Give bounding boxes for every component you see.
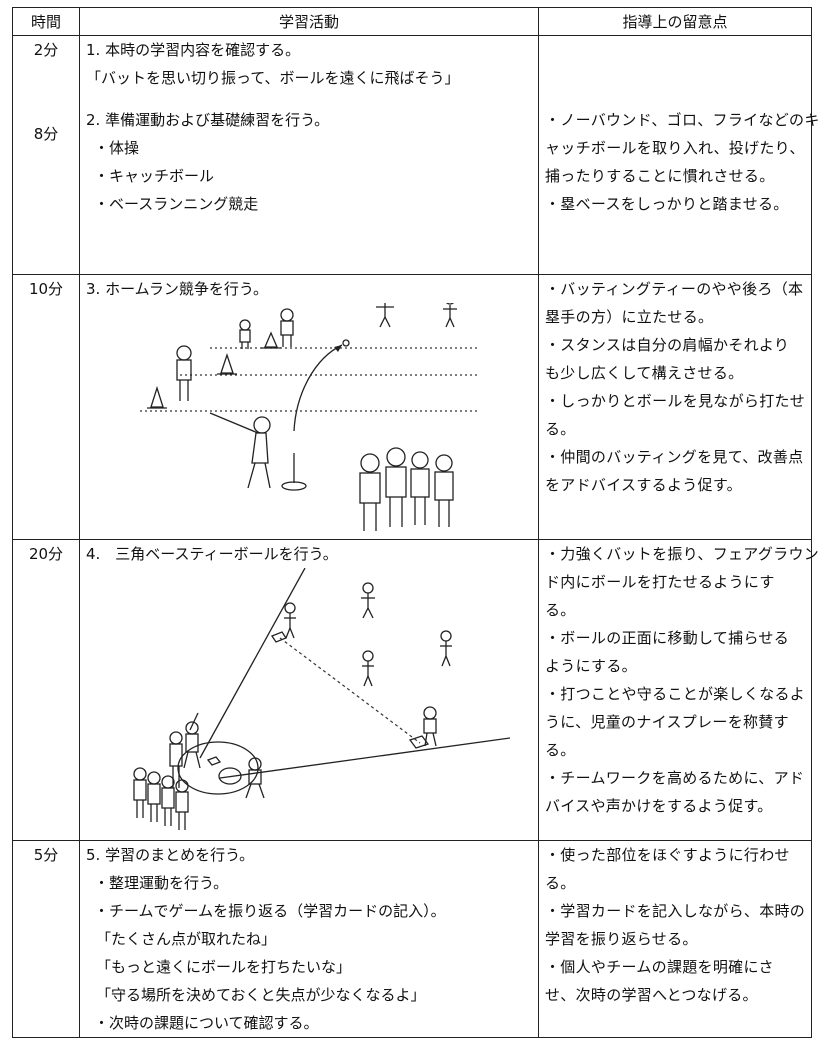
note-line: をアドバイスするよう促す。 — [545, 476, 742, 494]
activity-cell: 1. 本時の学習内容を確認する。 「バットを思い切り振って、ボールを遠くに飛ばそ… — [79, 35, 539, 275]
cone-icon — [147, 385, 167, 409]
cone-icon — [217, 352, 237, 375]
note-line: 学習を振り返らせる。 — [545, 930, 698, 948]
batter-figure — [209, 412, 271, 489]
runner-figure — [239, 319, 251, 349]
note-line: ようにする。 — [545, 657, 637, 675]
notes-cell: ・バッティングティーのやや後ろ（本 塁手の方）に立たせる。 ・スタンスは自分の肩… — [538, 274, 812, 540]
note-line: ・学習カードを記入しながら、本時の — [545, 902, 806, 920]
note-line: バイスや声かけをするよう促す。 — [545, 797, 773, 815]
notes-cell: ・使った部位をほぐすように行わせ る。 ・学習カードを記入しながら、本時の 学習… — [538, 840, 812, 1038]
note-line: ャッチボールを取り入れ、投げたり、 — [545, 139, 805, 157]
activity-line: 「バットを思い切り振って、ボールを遠くに飛ばそう」 — [86, 69, 460, 87]
activity-cell: 4. 三角ベースティーボールを行う。 — [79, 539, 539, 841]
note-line: ・個人やチームの課題を明確にさ — [545, 958, 774, 976]
batting-tee-icon — [281, 453, 307, 491]
fielder-figure — [440, 630, 452, 667]
note-line: る。 — [545, 874, 576, 892]
activity-line: ・次時の課題について確認する。 — [94, 1014, 319, 1032]
fielder-figure — [362, 650, 374, 687]
note-line: ・力強くバットを振り、フェアグラウン — [545, 545, 820, 563]
base-icon — [408, 735, 430, 749]
activity-line: ・整理運動を行う。 — [94, 874, 229, 892]
activity-line: 2. 準備運動および基礎練習を行う。 — [86, 111, 330, 129]
note-line: うに、児童のナイスプレーを称賛す — [545, 713, 789, 731]
time-label: 5分 — [33, 846, 59, 864]
note-line: ・チームワークを高めるために、アド — [545, 769, 805, 787]
time-cell: 2分 8分 — [12, 35, 80, 275]
time-label: 20分 — [28, 545, 64, 563]
note-line: ・バッティングティーのやや後ろ（本 — [545, 280, 804, 298]
waiting-kids-group — [359, 447, 454, 531]
home-circle — [177, 741, 259, 795]
note-line: ・しっかりとボールを見ながら打たせ — [545, 392, 806, 410]
activity-cell: 5. 学習のまとめを行う。 ・整理運動を行う。 ・チームでゲームを振り返る（学習… — [79, 840, 539, 1038]
time-label: 2分 — [33, 41, 59, 59]
activity-line: ・チームでゲームを振り返る（学習カードの記入）。 — [94, 902, 446, 920]
header-notes: 指導上の留意点 — [538, 7, 812, 36]
note-line: ・ノーバウンド、ゴロ、フライなどのキ — [545, 111, 820, 129]
outfielder-figure — [443, 303, 457, 328]
triangle-base-teeball-illustration — [133, 568, 511, 830]
table-header-row: 時間 学習活動 指導上の留意点 — [12, 7, 812, 36]
batter-figure — [183, 712, 201, 769]
note-line: も少し広くして構えさせる。 — [545, 364, 744, 382]
note-line: ・使った部位をほぐすように行わせ — [545, 846, 790, 864]
notes-cell: ・ノーバウンド、ゴロ、フライなどのキ ャッチボールを取り入れ、投げたり、 捕った… — [538, 35, 820, 275]
note-line: ・塁ベースをしっかりと踏ませる。 — [545, 195, 789, 213]
table-row: 2分 8分 1. 本時の学習内容を確認する。 「バットを思い切り振って、ボールを… — [12, 35, 820, 275]
activity-line: 4. 三角ベースティーボールを行う。 — [86, 545, 338, 563]
base-icon — [271, 631, 287, 643]
note-line: 塁手の方）に立たせる。 — [545, 308, 714, 326]
lesson-plan-table: 時間 学習活動 指導上の留意点 2分 8分 1. 本時の学習内容を確認する。 「… — [12, 7, 820, 1038]
activity-line: 「守る場所を決めておくと失点が少なくなるよ」 — [96, 986, 426, 1004]
note-line: ・スタンスは自分の肩幅かそれより — [545, 336, 790, 354]
note-line: ・打つことや守ることが楽しくなるよ — [545, 685, 806, 703]
time-label: 8分 — [33, 125, 59, 143]
note-line: る。 — [545, 601, 576, 619]
activity-line: ・体操 — [94, 139, 140, 157]
note-line: ド内にボールを打たせるようにす — [545, 573, 775, 591]
note-line: ・ボールの正面に移動して捕らせる — [545, 629, 790, 647]
waiting-team-group — [133, 731, 189, 830]
runner-figure — [280, 308, 294, 347]
table-row: 5分 5. 学習のまとめを行う。 ・整理運動を行う。 ・チームでゲームを振り返る… — [12, 840, 812, 1038]
header-time: 時間 — [12, 7, 80, 36]
notes-cell: ・力強くバットを振り、フェアグラウン ド内にボールを打たせるようにす る。 ・ボ… — [538, 539, 820, 841]
time-cell: 5分 — [12, 840, 80, 1038]
activity-line: 5. 学習のまとめを行う。 — [86, 846, 255, 864]
activity-line: ・ベースランニング競走 — [94, 195, 259, 213]
note-line: る。 — [545, 741, 576, 759]
outfielder-figure — [376, 303, 394, 328]
time-cell: 20分 — [12, 539, 80, 841]
note-line: る。 — [545, 420, 576, 438]
activity-line: 3. ホームラン競争を行う。 — [86, 280, 268, 298]
fielder-figure — [423, 706, 437, 747]
activity-line: 1. 本時の学習内容を確認する。 — [86, 41, 301, 59]
catcher-figure — [245, 757, 265, 799]
table-row: 10分 3. ホームラン競争を行う。 — [12, 274, 812, 540]
table-row: 20分 4. 三角ベースティーボールを行う。 — [12, 539, 820, 841]
activity-cell: 3. ホームラン競争を行う。 — [79, 274, 539, 540]
fielder-figure — [361, 582, 375, 619]
note-line: せ、次時の学習へとつなげる。 — [545, 986, 758, 1004]
cone-icon — [261, 331, 281, 349]
home-run-derby-illustration — [140, 303, 480, 531]
time-label: 10分 — [28, 280, 64, 298]
runner-figure — [176, 345, 192, 401]
activity-line: 「たくさん点が取れたね」 — [96, 930, 277, 948]
activity-line: 「もっと遠くにボールを打ちたいな」 — [96, 958, 352, 976]
note-line: 捕ったりすることに慣れさせる。 — [545, 167, 775, 185]
activity-line: ・キャッチボール — [94, 167, 215, 185]
time-cell: 10分 — [12, 274, 80, 540]
header-activity: 学習活動 — [79, 7, 539, 36]
fielder-figure — [284, 602, 296, 639]
note-line: ・仲間のバッティングを見て、改善点 — [545, 448, 804, 466]
